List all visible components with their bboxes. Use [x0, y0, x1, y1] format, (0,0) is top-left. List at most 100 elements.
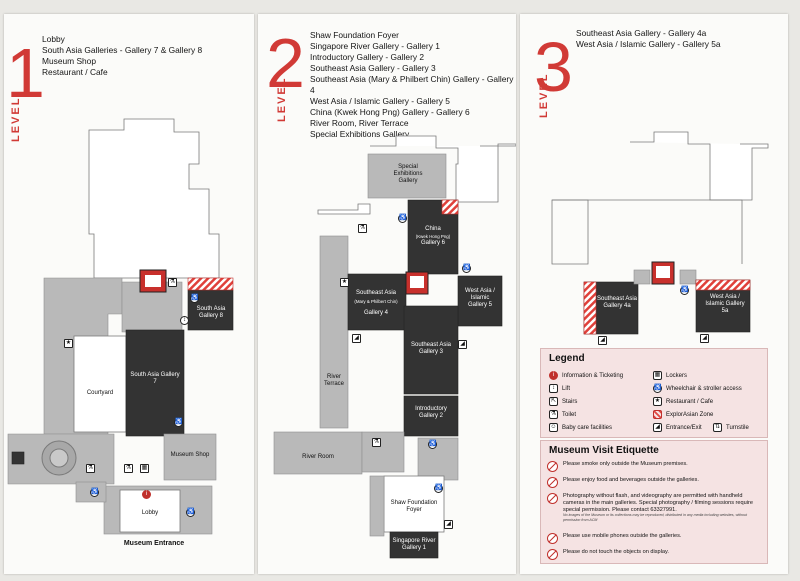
list-item: Lobby [42, 34, 65, 44]
level-number: 3 [534, 28, 573, 106]
turnstile-icon: ⇅ [713, 423, 722, 432]
list-item: River Room, River Terrace [310, 118, 409, 128]
entrance-exit-icon: ◢ [653, 423, 662, 432]
level-number: 2 [266, 24, 305, 102]
no-food-icon [547, 477, 558, 488]
legend-title: Legend [549, 353, 585, 364]
list-item: West Asia / Islamic Gallery - Gallery 5a [576, 39, 721, 49]
entrance-exit-icon: ◢ [598, 336, 607, 345]
level-number: 1 [6, 34, 45, 112]
toilet-icon: ⚗ [549, 410, 558, 419]
wa5-label: West Asia / Islamic Gallery 5 [465, 288, 495, 308]
legend-item: ◢Entrance/Exit [653, 423, 702, 432]
wheelchair-icon: ♿ [174, 418, 183, 427]
list-item: Singapore River Gallery - Gallery 1 [310, 41, 440, 51]
list-item: Special Exhibitions Gallery [310, 129, 410, 139]
sea4-sub-label: (Mary & Philbert Chin) [354, 299, 398, 304]
level-3-map [551, 131, 769, 335]
list-item: Introductory Gallery - Gallery 2 [310, 52, 425, 62]
level-1-map [7, 118, 234, 535]
legend-item: ExplorAsian Zone [653, 410, 713, 419]
sea4-label: Southeast Asia [355, 290, 397, 296]
china-sub-label: (Kwek Hong Png) [415, 234, 451, 239]
south-asia-gallery-7-label: South Asia Gallery 7 [130, 372, 180, 385]
etiquette: Museum Visit Etiquette Please smoke only… [540, 440, 768, 564]
level-1-list: Lobby South Asia Galleries - Gallery 7 &… [42, 34, 202, 78]
sea4a-label: Southeast Asia Gallery 4a [596, 296, 638, 309]
river-terrace-label: River Terrace [323, 374, 344, 387]
etiquette-item: Please smoke only outside the Museum pre… [547, 461, 763, 472]
wheelchair-icon: ♿ [190, 294, 199, 303]
etiquette-item: Please enjoy food and beverages outside … [547, 477, 763, 488]
list-item: West Asia / Islamic Gallery - Gallery 5 [310, 96, 450, 106]
lift-icon: ↕ [549, 384, 558, 393]
wheelchair-icon: ♿ [90, 488, 99, 497]
intro-gallery-label: Introductory Gallery 2 [415, 406, 447, 419]
no-smoking-icon [547, 461, 558, 472]
entrance-exit-icon: ◢ [352, 334, 361, 343]
wheelchair-icon: ♿ [434, 484, 443, 493]
information-icon: i [549, 371, 558, 380]
lift-icon: ↕ [180, 316, 189, 325]
toilet-icon: ⚗ [358, 224, 367, 233]
toilet-icon: ⚗ [86, 464, 95, 473]
list-item: China (Kwek Hong Png) Gallery - Gallery … [310, 107, 470, 117]
etiquette-title: Museum Visit Etiquette [549, 445, 659, 456]
sea4-gallery-label: Gallery 4 [363, 310, 388, 316]
level-3-panel: 3 LEVEL Southeast Asia Gallery - Gallery… [520, 14, 788, 574]
entrance-exit-icon: ◢ [444, 520, 453, 529]
explorasian-zone-icon [653, 410, 662, 419]
legend-item: ♿Wheelchair & stroller access [653, 384, 742, 393]
lockers-icon: ▦ [653, 371, 662, 380]
special-exhibitions-label: Special Exhibitions Gallery [393, 164, 423, 184]
level-2-panel: 2 LEVEL Shaw Foundation Foyer Singapore … [258, 14, 516, 574]
wheelchair-icon: ♿ [428, 440, 437, 449]
list-item: Southeast Asia (Mary & Philbert Chin) Ga… [310, 74, 514, 95]
baby-care-icon: ☺ [549, 423, 558, 432]
museum-entrance-label: Museum Entrance [123, 540, 185, 547]
wheelchair-icon: ♿ [653, 384, 662, 393]
river-room-label: River Room [302, 454, 334, 460]
china-gallery-label: Gallery 6 [420, 240, 445, 246]
etiquette-item: Please use mobile phones outside the gal… [547, 533, 763, 544]
legend-item: ⚗Toilet [549, 410, 577, 419]
restaurant-icon: ★ [64, 339, 73, 348]
toilet-icon: ⚗ [168, 278, 177, 287]
list-item: Southeast Asia Gallery - Gallery 3 [310, 63, 436, 73]
wa5a-label: West Asia / Islamic Gallery 5a [705, 294, 745, 314]
courtyard-label: Courtyard [86, 390, 114, 396]
sea3-label: Southeast Asia Gallery 3 [410, 342, 452, 355]
lockers-icon: ▦ [140, 464, 149, 473]
toilet-icon: ⚗ [124, 464, 133, 473]
list-item: South Asia Galleries - Gallery 7 & Galle… [42, 45, 203, 55]
entrance-exit-icon: ◢ [458, 340, 467, 349]
wheelchair-icon: ♿ [398, 214, 407, 223]
no-phone-icon [547, 533, 558, 544]
lobby-label: Lobby [141, 510, 159, 516]
wheelchair-icon: ♿ [462, 264, 471, 273]
toilet-icon: ⚗ [372, 438, 381, 447]
restaurant-icon: ★ [653, 397, 662, 406]
etiquette-item: Photography without flash, and videograp… [547, 493, 763, 522]
china-label: China [425, 226, 441, 232]
level-2-map [273, 135, 516, 559]
legend-item: ⇅Turnstile [713, 423, 749, 432]
shaw-foyer-label: Shaw Foundation Foyer [390, 500, 438, 513]
list-item: Museum Shop [42, 56, 96, 66]
no-touch-icon [547, 549, 558, 560]
list-item: Restaurant / Cafe [42, 67, 108, 77]
legend-item: ↕Lift [549, 384, 570, 393]
etiquette-item: Please do not touch the objects on displ… [547, 549, 763, 560]
stairs-icon: ⇱ [549, 397, 558, 406]
restaurant-icon: ★ [340, 278, 349, 287]
level-1-panel: 1 LEVEL Lobby South Asia Galleries - Gal… [4, 14, 254, 574]
singapore-river-label: Singapore River Gallery 1 [392, 538, 436, 551]
south-asia-gallery-8-label: South Asia Gallery 8 [196, 306, 226, 319]
level-3-list: Southeast Asia Gallery - Gallery 4a West… [576, 28, 721, 50]
legend-item: ▦Lockers [653, 371, 688, 380]
information-icon: i [142, 490, 151, 499]
level-2-list: Shaw Foundation Foyer Singapore River Ga… [310, 30, 516, 140]
legend-item: ☺Baby care facilities [549, 423, 613, 432]
